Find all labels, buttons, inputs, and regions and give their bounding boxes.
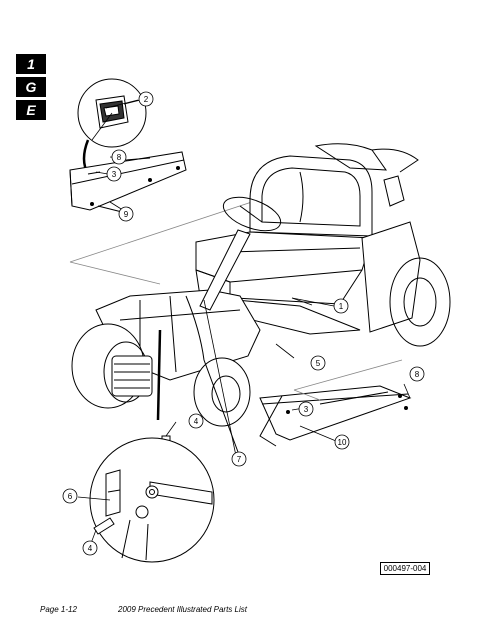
left-rocker-panel-part xyxy=(69,151,187,213)
callout-10-label: 10 xyxy=(338,438,347,447)
callout-2-label: 2 xyxy=(144,95,149,104)
callout-3a xyxy=(106,166,122,182)
callout-9-label: 9 xyxy=(124,210,129,219)
callout-3b-label: 3 xyxy=(304,405,309,414)
tab-g[interactable]: G xyxy=(16,77,46,97)
callout-1 xyxy=(333,298,349,314)
figure-reference-number: 000497-004 xyxy=(380,562,430,575)
section-tabs: 1 G E xyxy=(16,54,46,123)
callout-10 xyxy=(334,434,350,450)
document-title: 2009 Precedent Illustrated Parts List xyxy=(118,605,247,614)
callout-5 xyxy=(310,355,326,371)
callout-5-label: 5 xyxy=(316,359,321,368)
callout-6 xyxy=(62,488,78,504)
callout-7-label: 7 xyxy=(237,455,242,464)
tab-1[interactable]: 1 xyxy=(16,54,46,74)
callout-1-label: 1 xyxy=(339,302,344,311)
callout-2 xyxy=(138,91,154,107)
right-rocker-panel-part xyxy=(259,385,412,447)
page-number: Page 1-12 xyxy=(40,605,77,614)
callout-8b-label: 8 xyxy=(415,370,420,379)
callout-3a-label: 3 xyxy=(112,170,117,179)
callout-4b xyxy=(82,540,98,556)
golf-cart-body xyxy=(71,143,451,453)
callout-4b-label: 4 xyxy=(88,544,93,553)
leader-lines xyxy=(77,99,411,547)
callout-9 xyxy=(118,206,134,222)
tab-e[interactable]: E xyxy=(16,100,46,120)
callout-8b xyxy=(409,366,425,382)
callout-8a xyxy=(111,149,127,165)
callout-4a-label: 4 xyxy=(194,417,199,426)
callout-3b xyxy=(298,401,314,417)
callout-6-label: 6 xyxy=(68,492,73,501)
callout-7 xyxy=(231,451,247,467)
callout-8a-label: 8 xyxy=(117,153,122,162)
bracket-detail-circle xyxy=(89,437,215,563)
clip-detail-circle xyxy=(77,78,147,175)
callout-4a xyxy=(188,413,204,429)
